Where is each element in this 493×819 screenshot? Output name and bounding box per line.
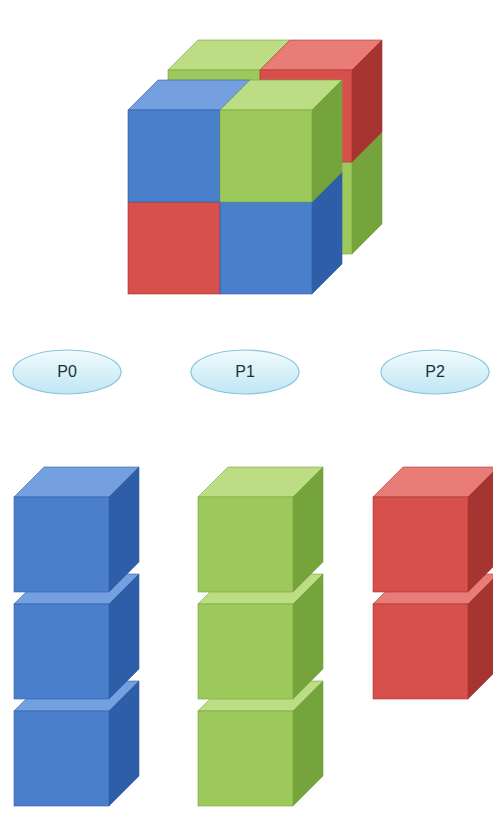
cube-side (468, 467, 493, 592)
process-label: P0 (57, 363, 77, 381)
cube-block (373, 574, 493, 699)
ellipse-shape (191, 350, 299, 394)
cube-block (14, 681, 139, 806)
cube-front (373, 604, 468, 699)
process-label: P1 (235, 363, 255, 381)
cube-block (198, 574, 323, 699)
cube-block (373, 467, 493, 592)
process-label: P2 (425, 363, 445, 381)
cube-block (14, 467, 139, 592)
cube-side (312, 80, 342, 202)
cube-side (352, 40, 382, 162)
process-ellipse: P0 (12, 349, 122, 395)
cube-front (373, 497, 468, 592)
cube-side (293, 467, 323, 592)
cube-side (109, 574, 139, 699)
cube-front (198, 497, 293, 592)
cube-block (14, 574, 139, 699)
cube-front (198, 604, 293, 699)
cube-front (14, 497, 109, 592)
cube-block (198, 681, 323, 806)
cube-front (14, 711, 109, 806)
cube-side (293, 681, 323, 806)
cube-side (468, 574, 493, 699)
cube-block (198, 467, 323, 592)
cube-front (14, 604, 109, 699)
split-cube (128, 40, 382, 294)
cube-side (109, 467, 139, 592)
cube-front (128, 110, 220, 202)
process-ellipse: P1 (190, 349, 300, 395)
cube-front (220, 202, 312, 294)
cube-front (128, 202, 220, 294)
cube-side (293, 574, 323, 699)
process-ellipse: P2 (380, 349, 490, 395)
cube-block (220, 80, 342, 202)
block-stacks (14, 467, 493, 806)
cube-front (198, 711, 293, 806)
cube-side (109, 681, 139, 806)
cube-front (220, 110, 312, 202)
ellipse-shape (13, 350, 121, 394)
ellipse-shape (381, 350, 489, 394)
